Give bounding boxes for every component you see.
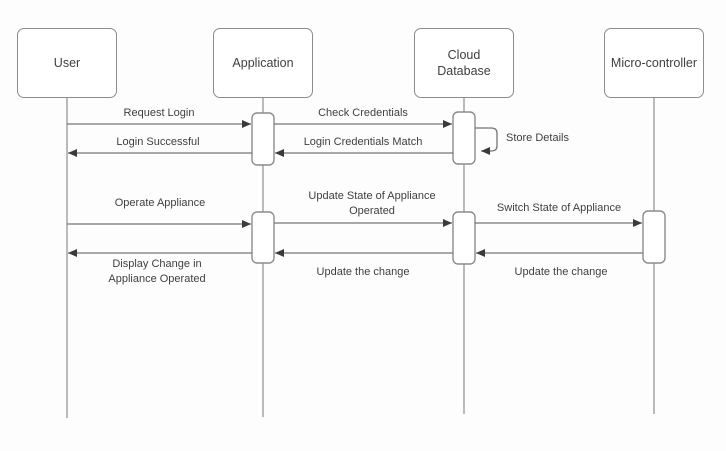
message-label-display-change: Display Change in Appliance Operated bbox=[108, 258, 206, 285]
activation-application-2 bbox=[251, 211, 275, 264]
message-label-check-credentials: Check Credentials bbox=[318, 107, 408, 119]
actor-cloud-database: Cloud Database bbox=[414, 28, 514, 98]
message-arrows bbox=[67, 120, 643, 257]
activation-micro-1 bbox=[642, 210, 666, 264]
message-label-operate-appliance: Operate Appliance bbox=[114, 197, 206, 209]
actor-micro-controller: Micro-controller bbox=[604, 28, 704, 98]
actor-application: Application bbox=[213, 28, 313, 98]
message-label-update-the-change-right: Update the change bbox=[514, 266, 608, 278]
message-label-store-details: Store Details bbox=[506, 132, 569, 144]
message-label-switch-state-of-appliance: Switch State of Appliance bbox=[496, 202, 622, 214]
message-label-login-credentials-match: Login Credentials Match bbox=[303, 136, 423, 148]
message-label-request-login: Request Login bbox=[123, 107, 195, 119]
message-label-login-successful: Login Successful bbox=[116, 136, 200, 148]
actor-user: User bbox=[17, 28, 117, 98]
message-label-update-the-change-mid: Update the change bbox=[316, 266, 410, 278]
activation-cloud-1 bbox=[452, 111, 476, 165]
activation-cloud-2 bbox=[452, 211, 476, 265]
arrow-store-details-self bbox=[475, 127, 498, 155]
message-label-update-state-of-appliance: Update State of Appliance Operated bbox=[308, 190, 436, 217]
activation-bars bbox=[251, 111, 666, 265]
activation-application-1 bbox=[251, 112, 275, 166]
